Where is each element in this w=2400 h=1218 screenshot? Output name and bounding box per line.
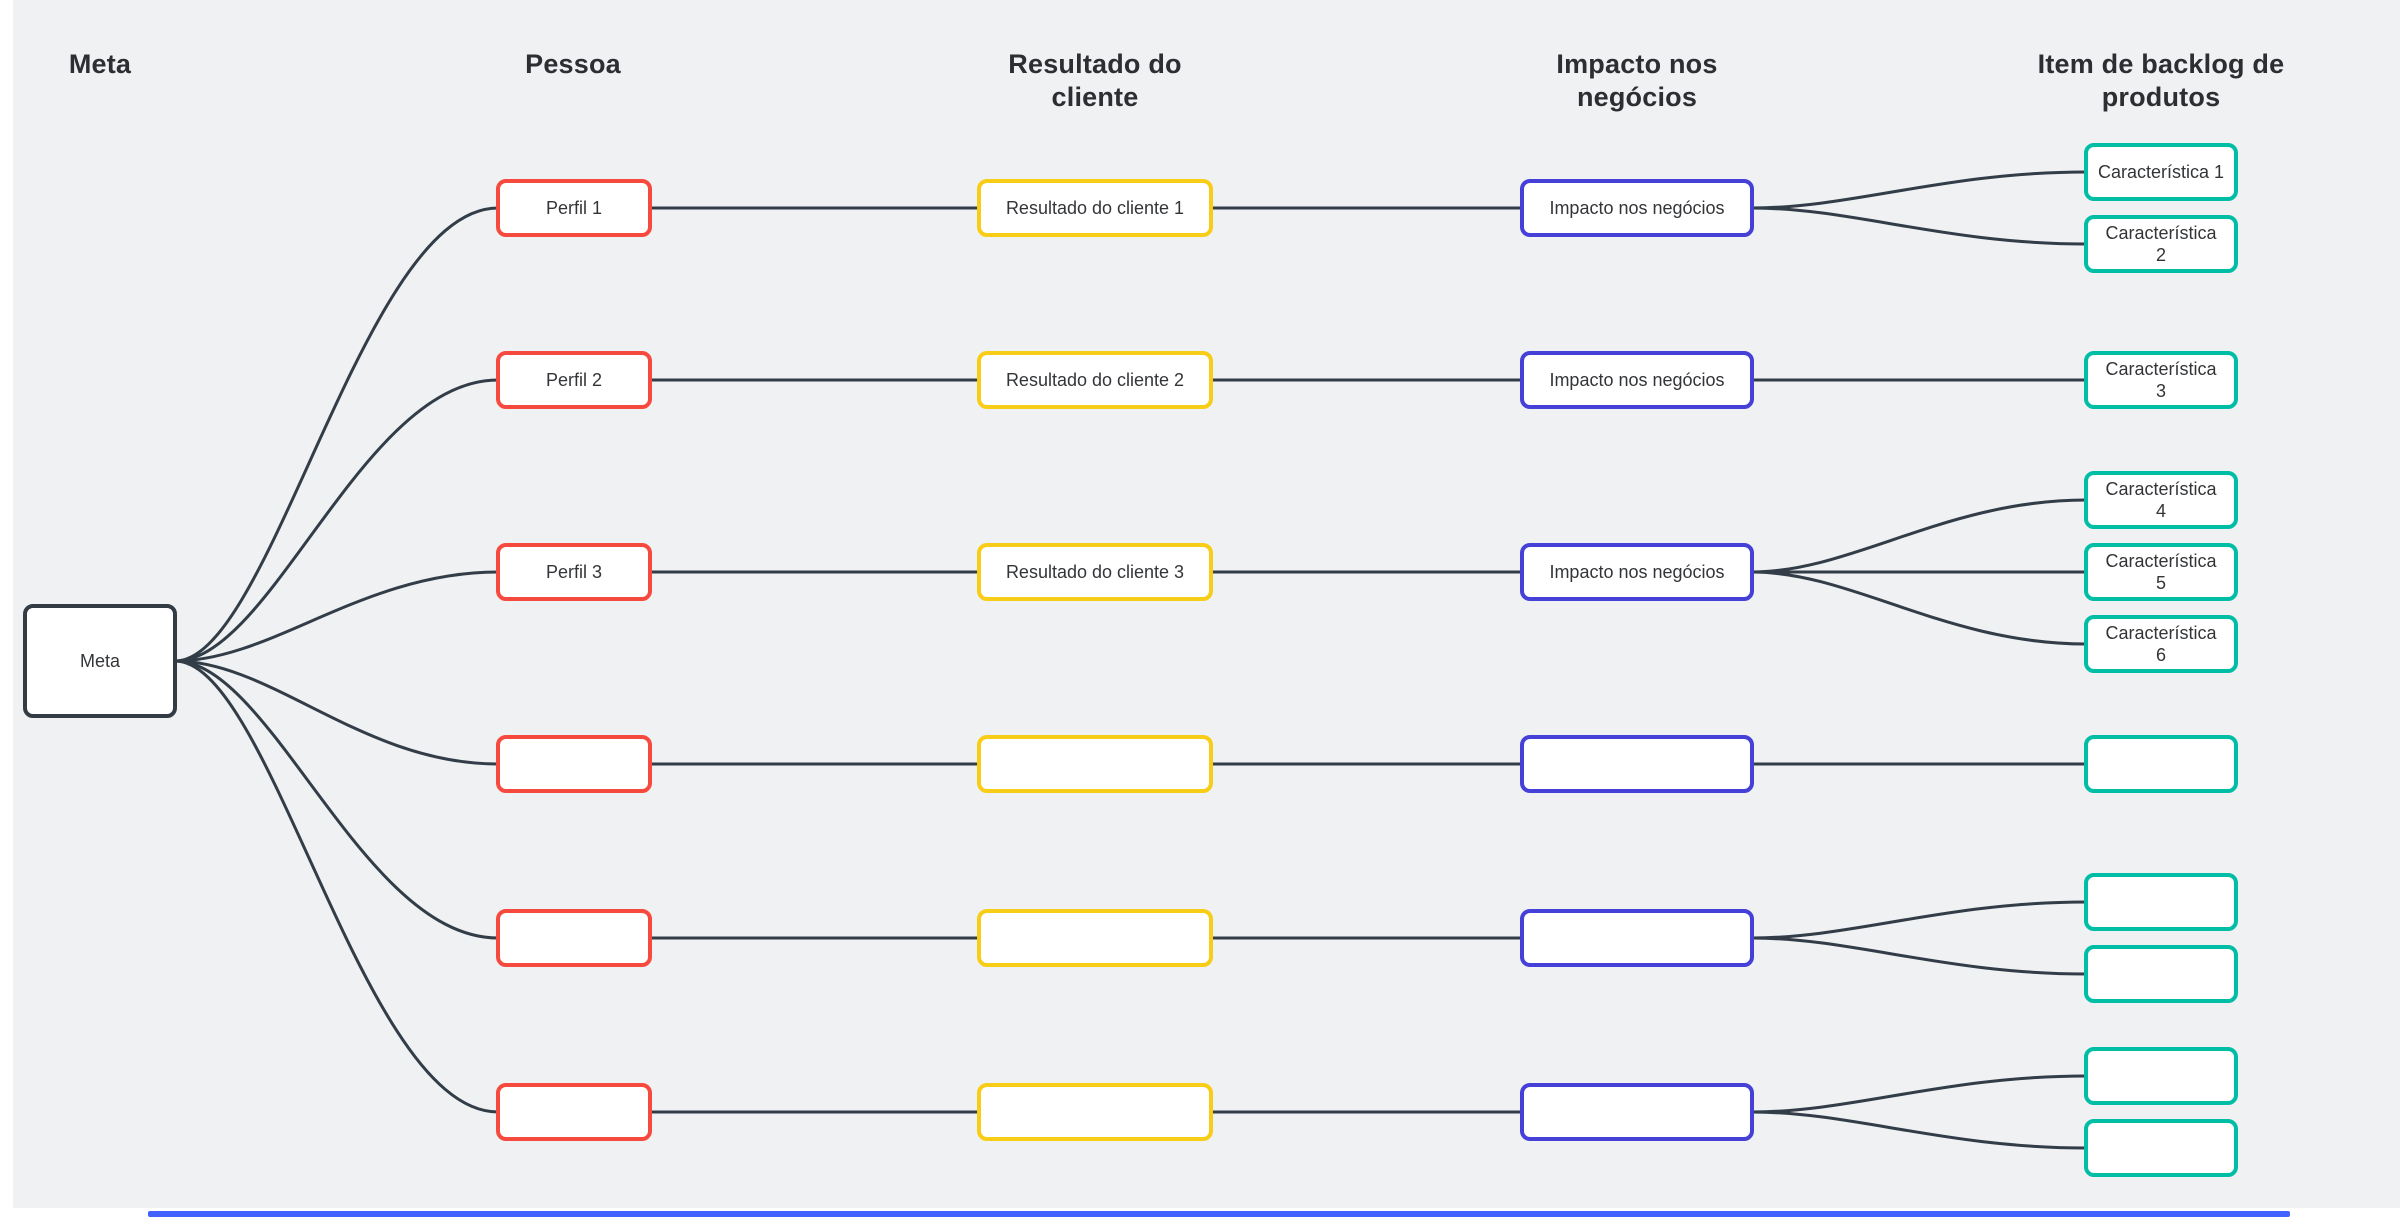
node-i3[interactable]: Impacto nos negócios: [1520, 543, 1754, 601]
connector-meta-p3: [173, 570, 500, 663]
connector-meta-p5: [173, 659, 500, 940]
connector-i3-c6: [1750, 570, 2088, 646]
node-c9[interactable]: [2084, 945, 2238, 1003]
node-i1[interactable]: Impacto nos negócios: [1520, 179, 1754, 237]
node-c10[interactable]: [2084, 1047, 2238, 1105]
node-o1[interactable]: Resultado do cliente 1: [977, 179, 1213, 237]
node-meta[interactable]: Meta: [23, 604, 177, 718]
node-p1[interactable]: Perfil 1: [496, 179, 652, 237]
node-i5[interactable]: [1520, 909, 1754, 967]
node-c2[interactable]: Característica 2: [2084, 215, 2238, 273]
node-c11[interactable]: [2084, 1119, 2238, 1177]
node-o6[interactable]: [977, 1083, 1213, 1141]
column-header-resultado-do-cliente: Resultado do cliente: [1008, 49, 1182, 112]
node-c7[interactable]: [2084, 735, 2238, 793]
column-header-impacto-nos-negocios: Impacto nos negócios: [1556, 49, 1718, 112]
node-o2[interactable]: Resultado do cliente 2: [977, 351, 1213, 409]
node-c3[interactable]: Característica 3: [2084, 351, 2238, 409]
connector-i6-c11: [1750, 1110, 2088, 1150]
connector-meta-p6: [173, 659, 500, 1114]
connector-i5-c9: [1750, 936, 2088, 976]
connector-i1-c2: [1750, 206, 2088, 246]
column-header-item-de-backlog: Item de backlog de produtos: [2037, 49, 2285, 112]
node-o5[interactable]: [977, 909, 1213, 967]
node-c6[interactable]: Característica 6: [2084, 615, 2238, 673]
node-p4[interactable]: [496, 735, 652, 793]
connector-meta-p1: [173, 206, 500, 663]
column-header-pessoa: Pessoa: [525, 49, 621, 79]
connector-meta-p4: [173, 659, 500, 766]
node-p5[interactable]: [496, 909, 652, 967]
node-p2[interactable]: Perfil 2: [496, 351, 652, 409]
canvas-left-margin: [0, 0, 13, 1218]
node-i2[interactable]: Impacto nos negócios: [1520, 351, 1754, 409]
node-c5[interactable]: Característica 5: [2084, 543, 2238, 601]
node-o4[interactable]: [977, 735, 1213, 793]
node-p3[interactable]: Perfil 3: [496, 543, 652, 601]
connector-meta-p2: [173, 378, 500, 663]
node-o3[interactable]: Resultado do cliente 3: [977, 543, 1213, 601]
connector-i3-c4: [1750, 498, 2088, 574]
node-c8[interactable]: [2084, 873, 2238, 931]
node-c4[interactable]: Característica 4: [2084, 471, 2238, 529]
column-header-meta: Meta: [68, 49, 132, 79]
footer-accent-bar: [148, 1211, 2290, 1217]
connector-i1-c1: [1750, 170, 2088, 210]
node-i6[interactable]: [1520, 1083, 1754, 1141]
connector-i5-c8: [1750, 900, 2088, 940]
node-p6[interactable]: [496, 1083, 652, 1141]
node-c1[interactable]: Característica 1: [2084, 143, 2238, 201]
node-i4[interactable]: [1520, 735, 1754, 793]
connector-i6-c10: [1750, 1074, 2088, 1114]
